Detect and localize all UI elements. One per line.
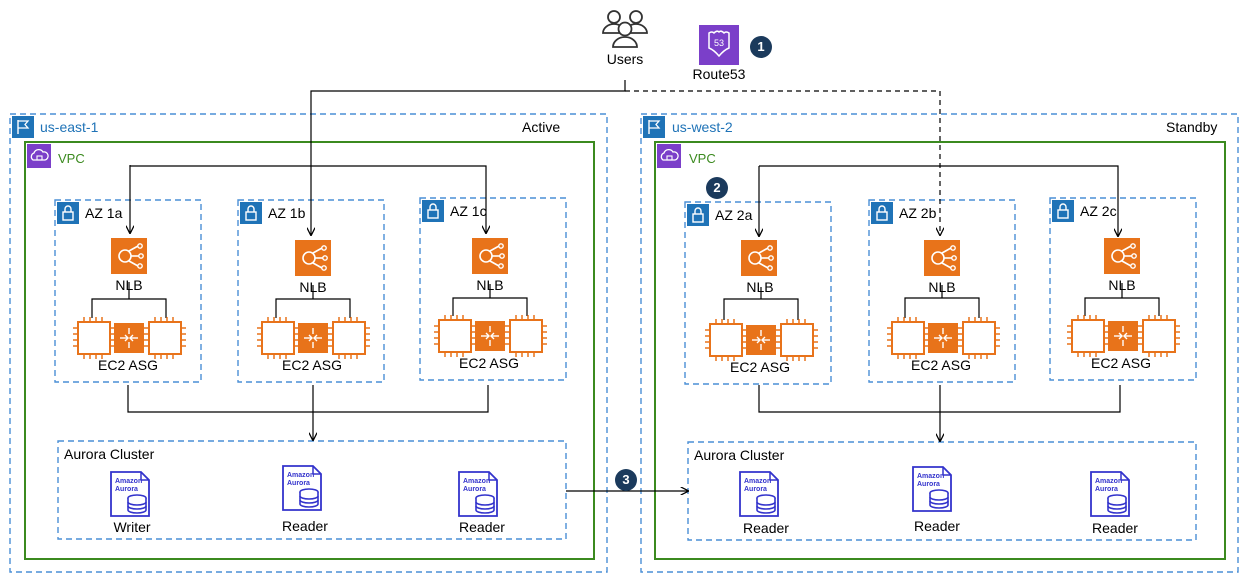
aurora-instance-role: Reader [1092,520,1138,536]
region-flag-icon [642,115,666,139]
aurora-cluster-label-west: Aurora Cluster [694,447,785,463]
step-badge-3: 3 [615,469,637,491]
az-label: AZ 2a [715,207,753,223]
vpc-box-east [24,141,595,560]
nlb-icons [110,237,1141,277]
aurora-instance-role: Reader [282,518,328,534]
step-badge-1: 1 [750,36,772,58]
az-label: AZ 1c [450,203,487,219]
aurora-instance-role: Reader [914,518,960,534]
region-label-west: us-west-2 [672,119,733,135]
vpc-icon [26,143,52,169]
region-flag-icon [11,115,35,139]
region-status-east: Active [522,119,561,135]
route53-label: Route53 [692,66,746,82]
aurora-instance-role: Writer [113,519,151,535]
az-label: AZ 1a [85,205,123,221]
az-label: AZ 2b [899,205,937,221]
az-boxes [54,197,1197,385]
region-label-east: us-east-1 [40,119,99,135]
az-label: AZ 2c [1080,203,1117,219]
nlb-label: NLB [746,279,774,295]
aurora-instance-role: Reader [743,520,789,536]
connector-lines [91,80,1160,491]
vpc-label-west: VPC [689,151,716,166]
ec2-asg-label: EC2 ASG [1091,355,1151,371]
nlb-label: NLB [928,279,956,295]
ec2-asg-label: EC2 ASG [98,357,158,373]
svg-text:53: 53 [714,38,724,48]
ec2-asg-label: EC2 ASG [459,355,519,371]
aurora-cluster-label-east: Aurora Cluster [64,446,155,462]
ec2-asg-label: EC2 ASG [911,357,971,373]
region-box-us-east-1 [9,113,608,573]
nlb-label: NLB [1108,277,1136,293]
ec2-asg-label: EC2 ASG [282,357,342,373]
aurora-cluster-box-east [57,440,567,540]
route53-icon: 53 [699,25,739,65]
users-label: Users [606,51,644,67]
ec2-asg-icons [72,314,1181,362]
nlb-label: NLB [115,277,143,293]
nlb-label: NLB [299,279,327,295]
vpc-box-west [654,141,1226,560]
users-icon [602,10,648,48]
region-status-west: Standby [1166,119,1218,135]
az-label: AZ 1b [268,205,306,221]
aurora-instance-role: Reader [459,519,505,535]
ec2-asg-label: EC2 ASG [730,359,790,375]
step-badge-2: 2 [706,177,728,199]
region-box-us-west-2 [640,113,1239,573]
nlb-label: NLB [476,277,504,293]
vpc-label-east: VPC [58,151,85,166]
vpc-icon [656,143,682,169]
